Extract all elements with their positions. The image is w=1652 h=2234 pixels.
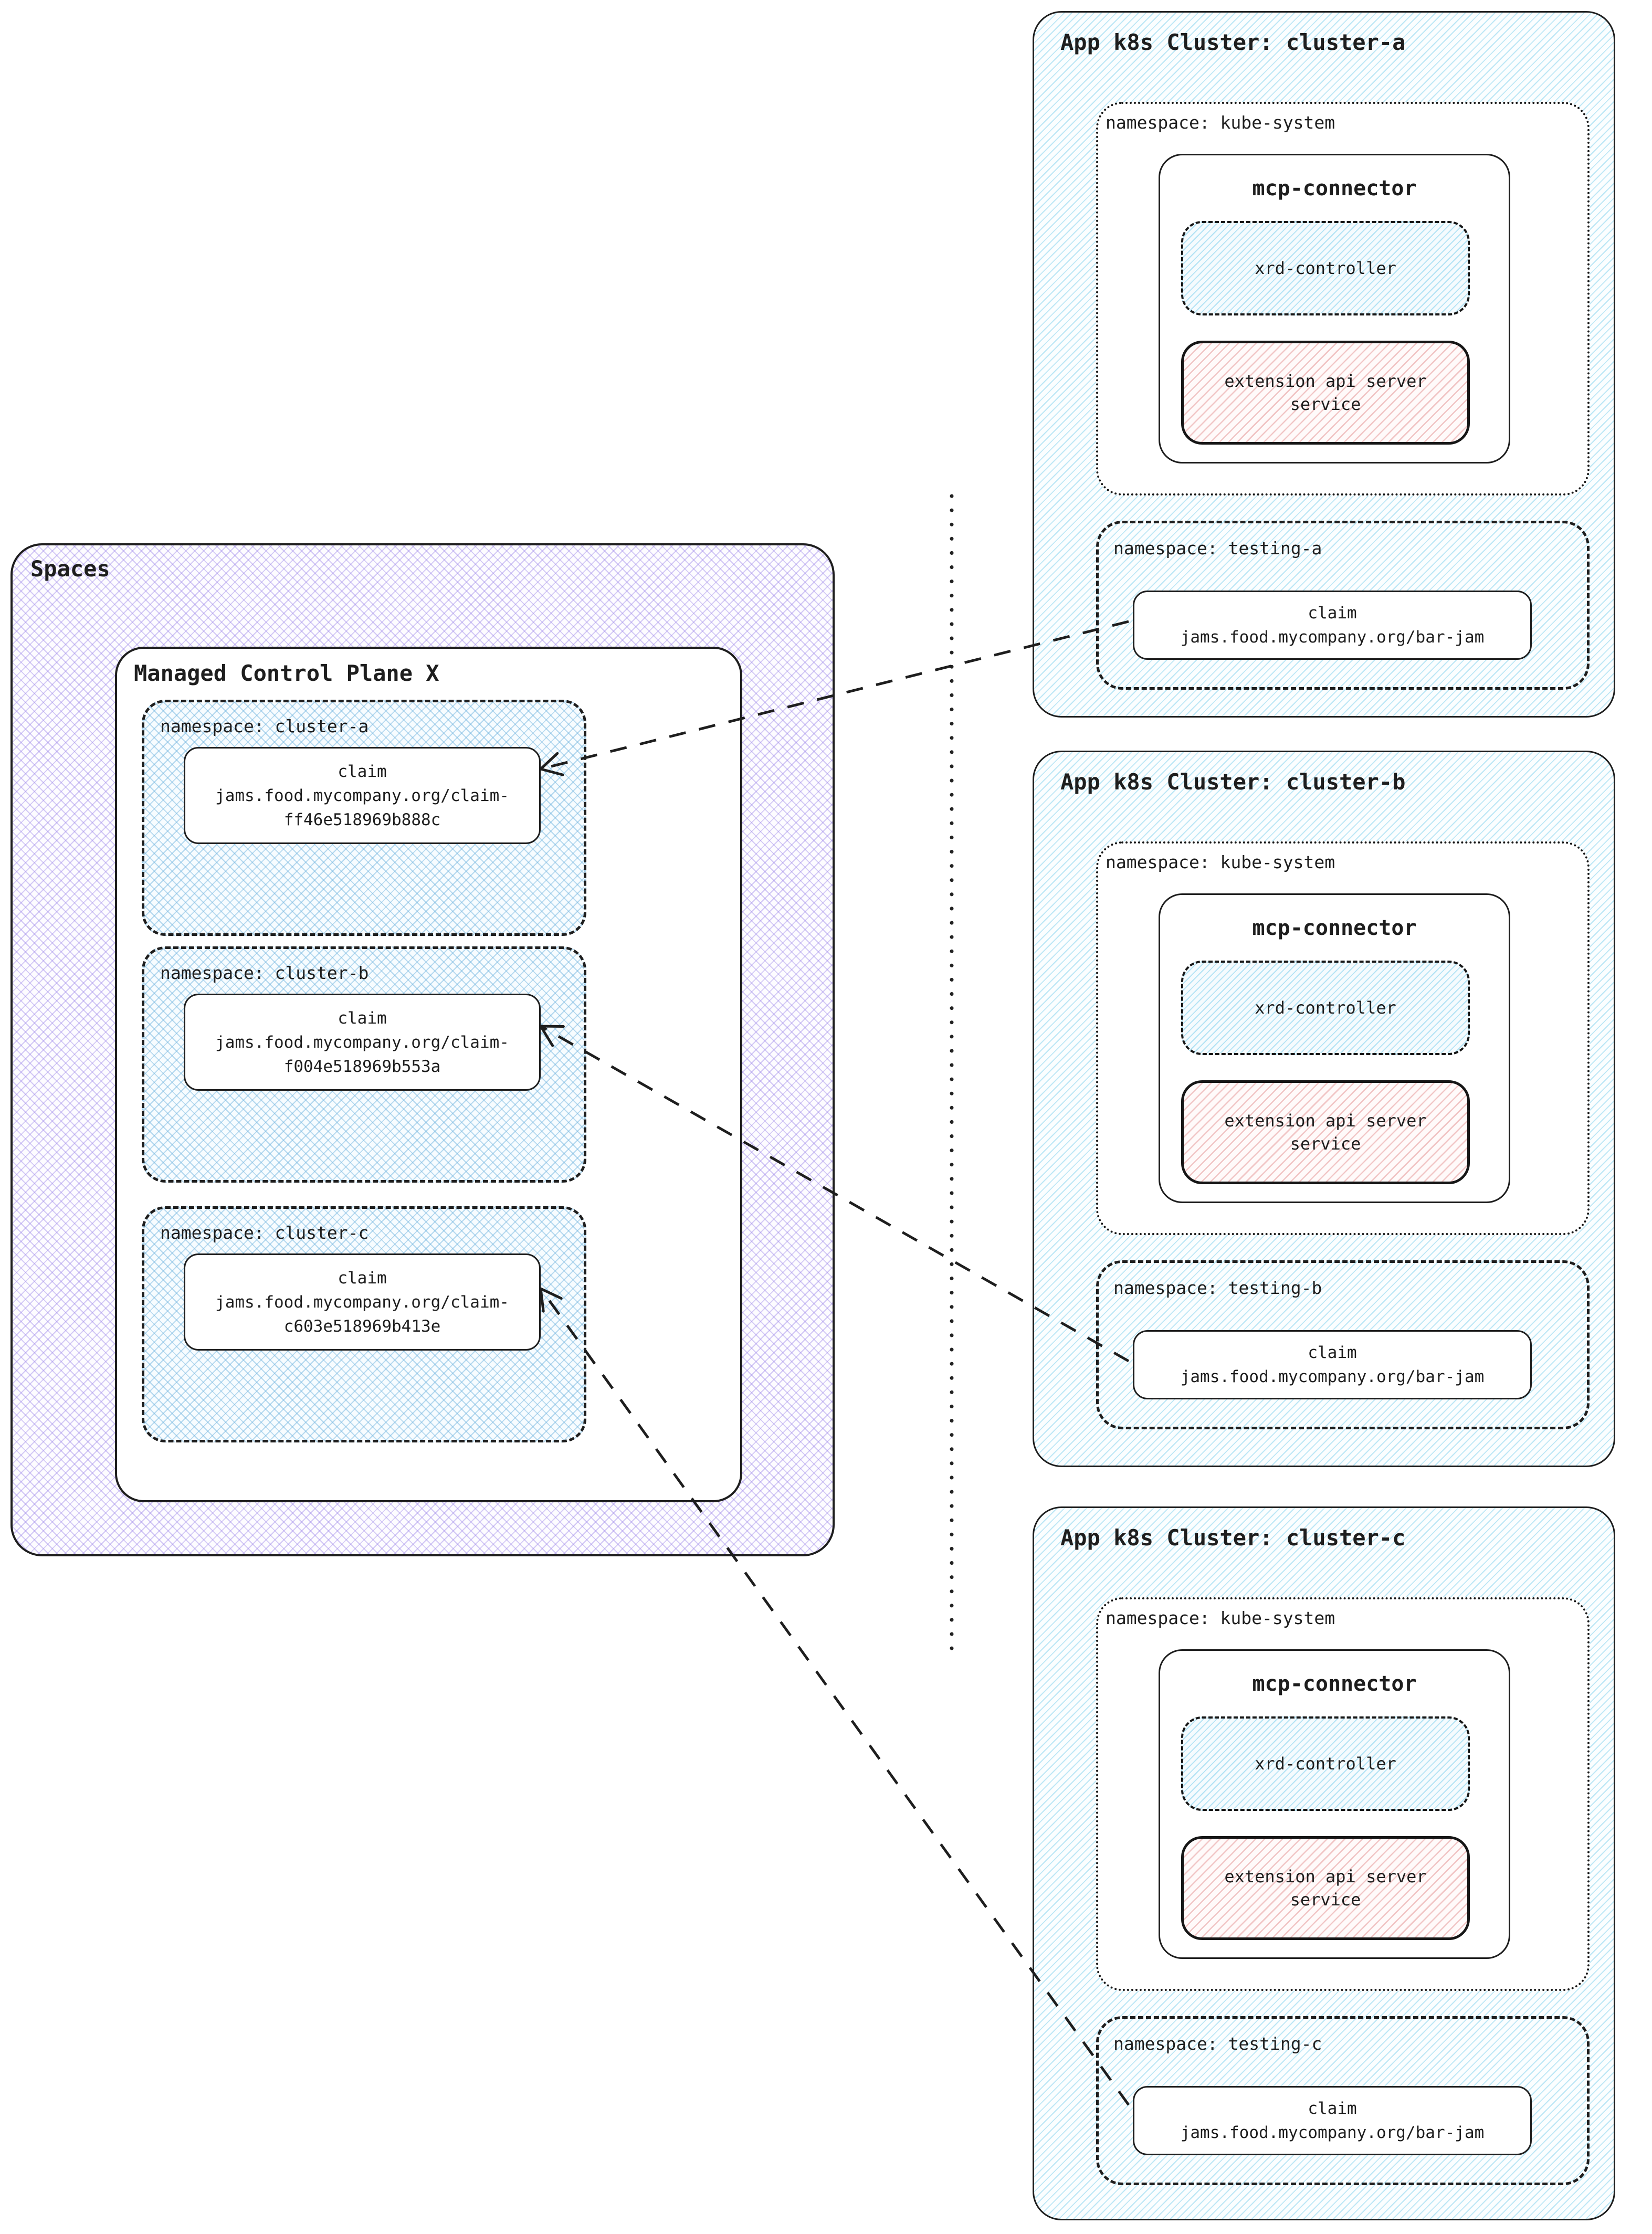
kube-system-namespace-box: namespace: kube-system mcp-connector xrd… bbox=[1096, 841, 1590, 1235]
extension-api-line1: extension api server bbox=[1224, 1111, 1427, 1131]
spaces-title: Spaces bbox=[30, 556, 110, 582]
kube-system-namespace-box: namespace: kube-system mcp-connector xrd… bbox=[1096, 102, 1590, 496]
extension-api-server-box: extension api server service bbox=[1181, 1080, 1470, 1184]
claim-name-line1: jams.food.mycompany.org/claim- bbox=[215, 1032, 509, 1052]
claim-name-line1: jams.food.mycompany.org/claim- bbox=[215, 1292, 509, 1312]
testing-a-namespace-box: namespace: testing-a claim jams.food.myc… bbox=[1096, 521, 1590, 690]
claim-name: jams.food.mycompany.org/bar-jam bbox=[1180, 1367, 1485, 1386]
claim-name-line2: ff46e518969b888c bbox=[283, 810, 441, 829]
namespace-cluster-b-box: namespace: cluster-b claim jams.food.myc… bbox=[142, 946, 586, 1183]
testing-c-label: namespace: testing-c bbox=[1113, 2033, 1322, 2054]
extension-api-server-box: extension api server service bbox=[1181, 341, 1470, 445]
extension-api-line1: extension api server bbox=[1224, 1867, 1427, 1887]
claim-box-bar-jam-b: claim jams.food.mycompany.org/bar-jam bbox=[1133, 1330, 1532, 1399]
mcp-connector-title: mcp-connector bbox=[1252, 176, 1417, 201]
xrd-controller-box: xrd-controller bbox=[1181, 1716, 1470, 1811]
app-k8s-cluster-b-box: App k8s Cluster: cluster-b namespace: ku… bbox=[1033, 751, 1615, 1467]
extension-api-line1: extension api server bbox=[1224, 371, 1427, 391]
xrd-controller-label: xrd-controller bbox=[1255, 258, 1396, 278]
spaces-box: Spaces Managed Control Plane X namespace… bbox=[10, 543, 835, 1556]
namespace-cluster-a-box: namespace: cluster-a claim jams.food.myc… bbox=[142, 700, 586, 936]
xrd-controller-label: xrd-controller bbox=[1255, 1754, 1396, 1774]
kube-system-label: namespace: kube-system bbox=[1106, 852, 1335, 872]
xrd-controller-box: xrd-controller bbox=[1181, 221, 1470, 315]
testing-a-label: namespace: testing-a bbox=[1113, 538, 1322, 558]
namespace-cluster-c-label: namespace: cluster-c bbox=[160, 1223, 369, 1243]
xrd-controller-label: xrd-controller bbox=[1255, 998, 1396, 1018]
extension-api-server-box: extension api server service bbox=[1181, 1836, 1470, 1940]
claim-title: claim bbox=[1308, 604, 1357, 623]
claim-name: jams.food.mycompany.org/bar-jam bbox=[1180, 628, 1485, 647]
kube-system-label: namespace: kube-system bbox=[1106, 112, 1335, 133]
kube-system-namespace-box: namespace: kube-system mcp-connector xrd… bbox=[1096, 1597, 1590, 1991]
mcp-connector-box: mcp-connector xrd-controller extension a… bbox=[1159, 893, 1510, 1203]
app-k8s-cluster-a-box: App k8s Cluster: cluster-a namespace: ku… bbox=[1033, 11, 1615, 718]
namespace-cluster-a-label: namespace: cluster-a bbox=[160, 716, 369, 736]
namespace-cluster-c-box: namespace: cluster-c claim jams.food.myc… bbox=[142, 1206, 586, 1442]
claim-box-cluster-b: claim jams.food.mycompany.org/claim- f00… bbox=[184, 994, 541, 1091]
extension-api-line2: service bbox=[1290, 1134, 1361, 1154]
managed-control-plane-box: Managed Control Plane X namespace: clust… bbox=[115, 647, 742, 1502]
claim-title: claim bbox=[1308, 1343, 1357, 1362]
claim-box-cluster-c: claim jams.food.mycompany.org/claim- c60… bbox=[184, 1253, 541, 1351]
mcp-connector-box: mcp-connector xrd-controller extension a… bbox=[1159, 1649, 1510, 1959]
claim-box-cluster-a: claim jams.food.mycompany.org/claim- ff4… bbox=[184, 747, 541, 844]
mcp-connector-box: mcp-connector xrd-controller extension a… bbox=[1159, 154, 1510, 463]
mcp-connector-title: mcp-connector bbox=[1252, 1672, 1417, 1696]
claim-name-line1: jams.food.mycompany.org/claim- bbox=[215, 786, 509, 805]
mcp-connector-title: mcp-connector bbox=[1252, 916, 1417, 940]
cluster-c-title: App k8s Cluster: cluster-c bbox=[1060, 1525, 1406, 1551]
managed-control-plane-title: Managed Control Plane X bbox=[134, 660, 439, 686]
cluster-a-title: App k8s Cluster: cluster-a bbox=[1060, 29, 1406, 55]
claim-title: claim bbox=[338, 1008, 387, 1028]
extension-api-line2: service bbox=[1290, 394, 1361, 414]
xrd-controller-box: xrd-controller bbox=[1181, 961, 1470, 1055]
claim-name: jams.food.mycompany.org/bar-jam bbox=[1180, 2123, 1485, 2142]
kube-system-label: namespace: kube-system bbox=[1106, 1608, 1335, 1628]
namespace-cluster-b-label: namespace: cluster-b bbox=[160, 963, 369, 983]
extension-api-line2: service bbox=[1290, 1890, 1361, 1910]
testing-b-label: namespace: testing-b bbox=[1113, 1278, 1322, 1298]
claim-title: claim bbox=[338, 762, 387, 781]
claim-title: claim bbox=[338, 1268, 387, 1288]
testing-b-namespace-box: namespace: testing-b claim jams.food.myc… bbox=[1096, 1260, 1590, 1429]
claim-title: claim bbox=[1308, 2099, 1357, 2118]
claim-box-bar-jam-a: claim jams.food.mycompany.org/bar-jam bbox=[1133, 591, 1532, 660]
claim-name-line2: c603e518969b413e bbox=[283, 1316, 441, 1336]
claim-name-line2: f004e518969b553a bbox=[283, 1057, 441, 1076]
testing-c-namespace-box: namespace: testing-c claim jams.food.myc… bbox=[1096, 2016, 1590, 2185]
claim-box-bar-jam-c: claim jams.food.mycompany.org/bar-jam bbox=[1133, 2086, 1532, 2155]
app-k8s-cluster-c-box: App k8s Cluster: cluster-c namespace: ku… bbox=[1033, 1506, 1615, 2220]
cluster-b-title: App k8s Cluster: cluster-b bbox=[1060, 769, 1406, 795]
